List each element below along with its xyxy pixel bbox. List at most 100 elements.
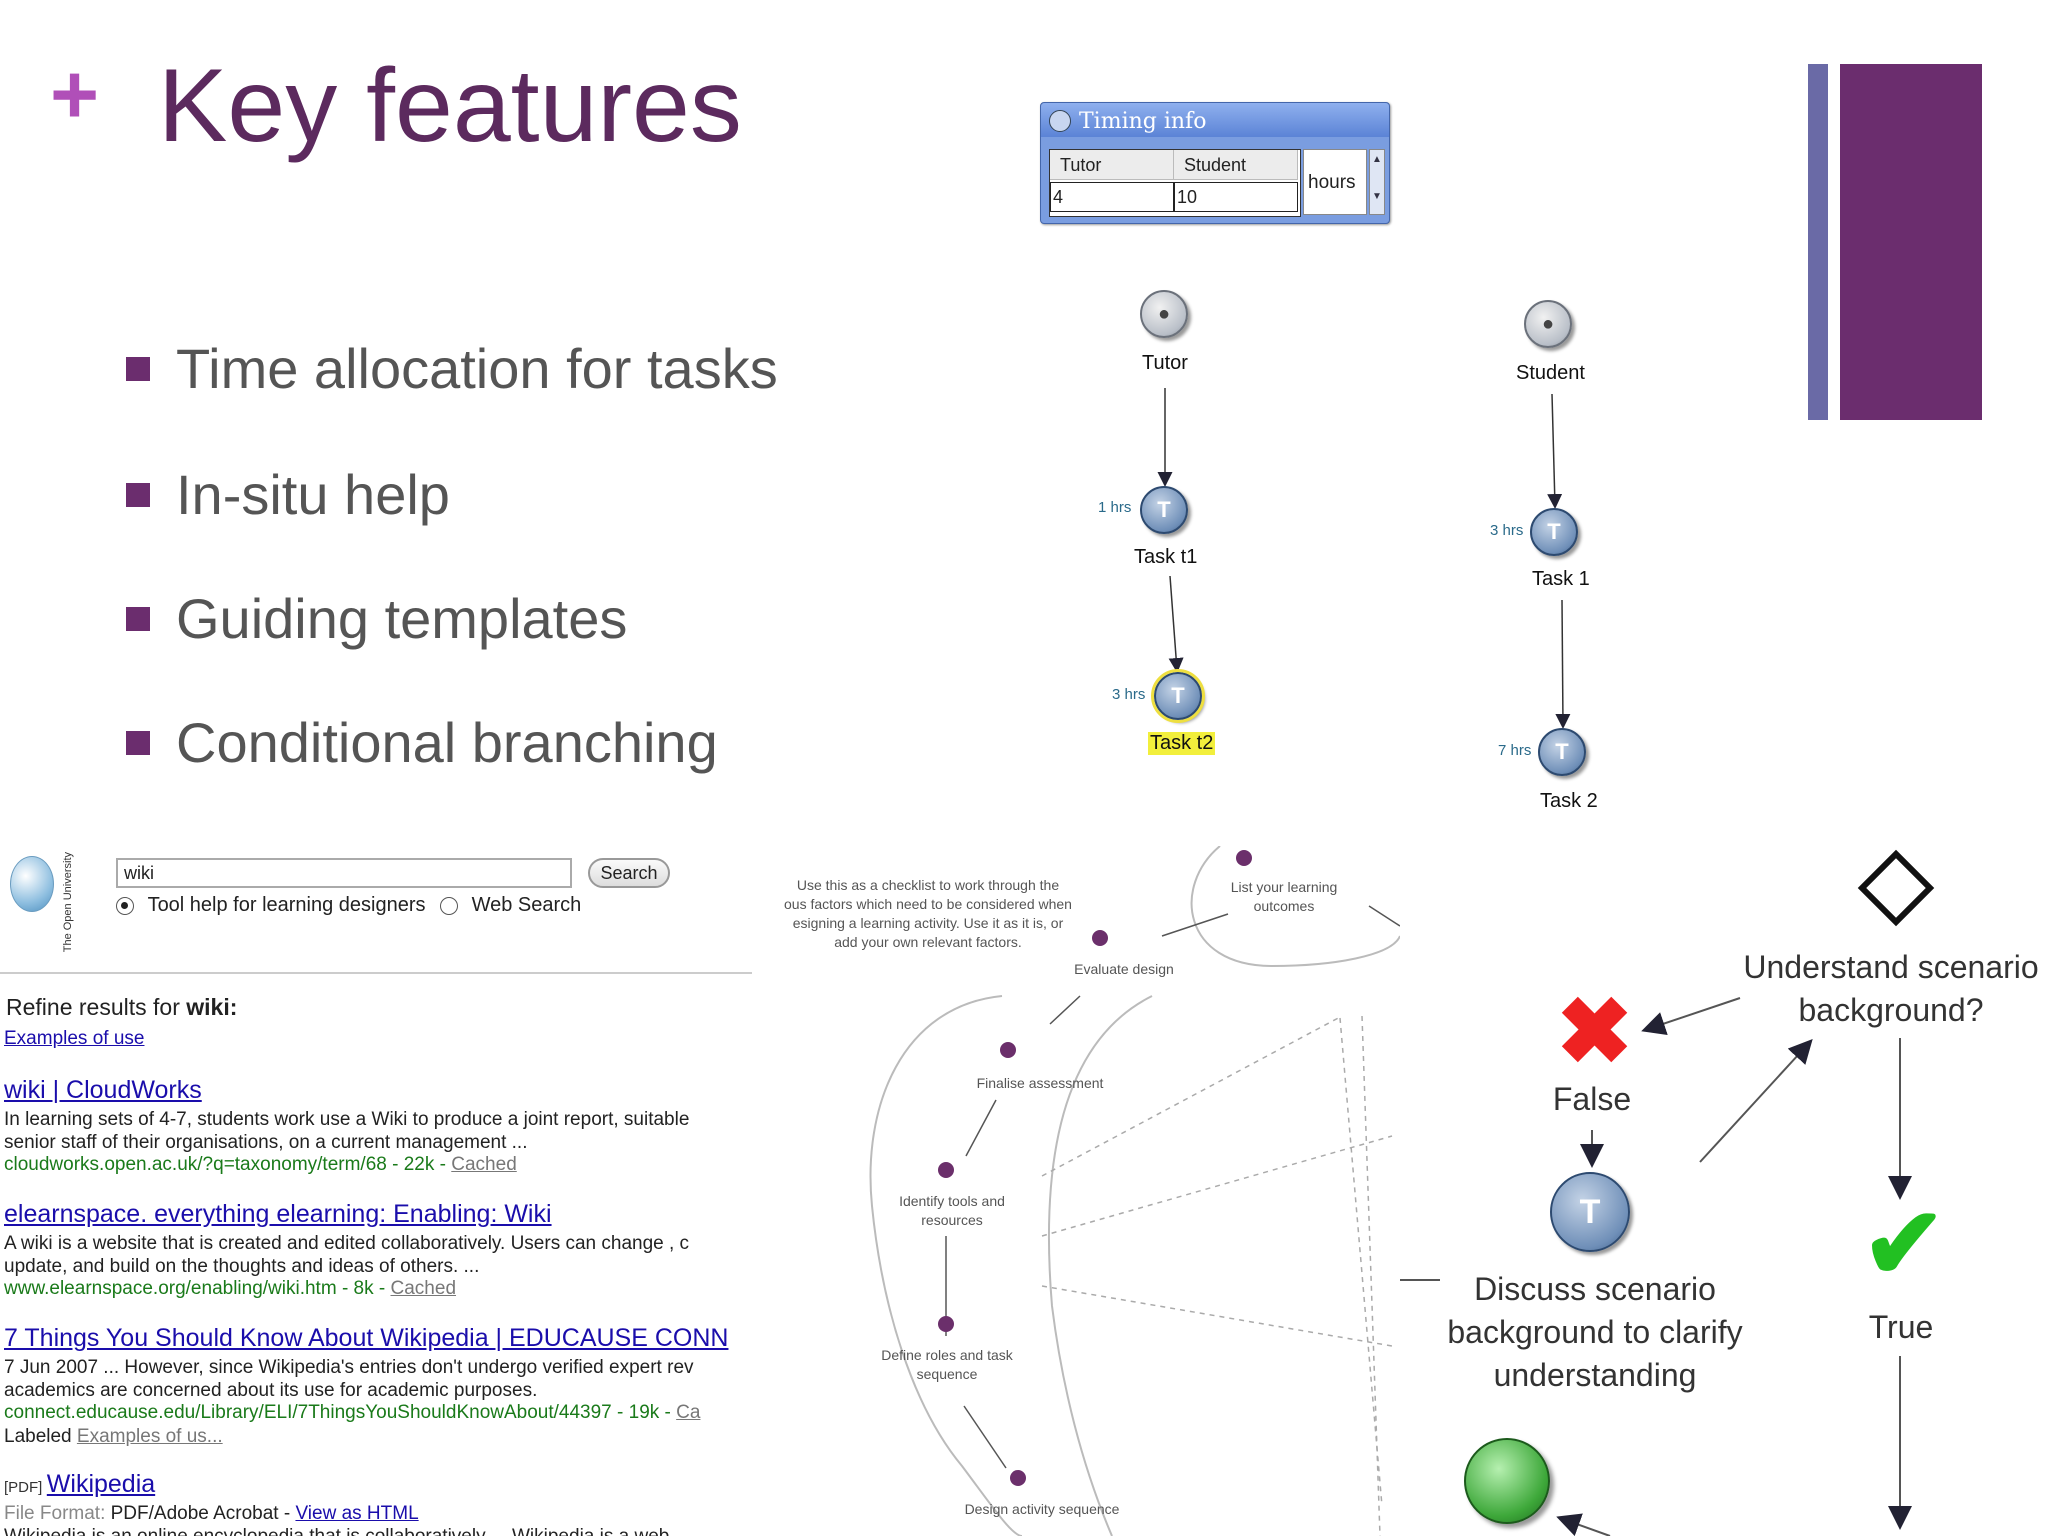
result-snippet: academics are concerned about its use fo…	[4, 1380, 538, 1401]
file-format-line: File Format: PDF/Adobe Acrobat - View as…	[4, 1502, 419, 1525]
task-flow-connectors	[1157, 388, 1571, 729]
bullet-square-icon	[126, 606, 150, 631]
branch-lines	[1400, 849, 1935, 1536]
result-url-text: www.elearnspace.org/enabling/wiki.htm - …	[4, 1278, 391, 1299]
task-t2-hours: 3 hrs	[1112, 686, 1146, 703]
bullet-item: Guiding templates	[126, 586, 627, 651]
timing-grid: Tutor Student 4 10	[1049, 149, 1301, 217]
unit-select[interactable]: hours	[1303, 149, 1367, 215]
checklist-item: Identify tools and resources	[899, 1193, 1005, 1228]
bullet-text: In-situ help	[176, 463, 450, 526]
false-label: False	[1552, 1081, 1632, 1117]
result-title-link[interactable]: wiki | CloudWorks	[4, 1076, 202, 1104]
window-icon	[1049, 110, 1071, 132]
search-input[interactable]: wiki	[116, 858, 572, 888]
result-title-link[interactable]: 7 Things You Should Know About Wikipedia…	[4, 1324, 729, 1352]
spin-down-icon[interactable]: ▼	[1372, 191, 1382, 202]
search-results-panel: The Open University wiki Search Tool hel…	[0, 846, 752, 1536]
spin-up-icon[interactable]: ▲	[1372, 154, 1382, 165]
bullet-item: In-situ help	[126, 462, 450, 527]
checklist-item: Define roles and task sequence	[881, 1347, 1013, 1382]
accent-bar-wide	[1840, 64, 1982, 420]
radio-web-search[interactable]: Web Search	[440, 894, 581, 917]
radio-web-search-label: Web Search	[471, 894, 582, 916]
timing-header-student: Student	[1174, 150, 1298, 180]
refine-heading: Refine results for wiki:	[6, 994, 237, 1021]
task-t1-label: Task t1	[1134, 546, 1198, 568]
checklist-dot-icon	[938, 1162, 954, 1178]
radio-unselected-icon[interactable]	[440, 896, 458, 915]
design-checklist-sketch: Use this as a checklist to work through …	[752, 846, 1400, 1536]
checklist-item: Evaluate design	[1074, 961, 1174, 977]
pdf-tag: [PDF]	[4, 1479, 43, 1496]
search-button[interactable]: Search	[588, 858, 670, 888]
result-title-link[interactable]: elearnspace. everything elearning: Enabl…	[4, 1200, 552, 1228]
result-snippet: In learning sets of 4-7, students work u…	[4, 1109, 690, 1130]
tutor-label: Tutor	[1142, 352, 1188, 374]
timing-title-bar[interactable]: Timing info	[1041, 103, 1389, 137]
conditional-branch-diagram: Understand scenario background? ✖ False …	[1400, 846, 2048, 1536]
task-t2-icon[interactable]: T	[1151, 669, 1205, 723]
task-t1-icon[interactable]: T	[1140, 486, 1188, 534]
true-label: True	[1868, 1309, 1934, 1345]
result-url: connect.educause.edu/Library/ELI/7Things…	[4, 1402, 700, 1424]
help-node-icon[interactable]	[1464, 1438, 1550, 1524]
result-url: www.elearnspace.org/enabling/wiki.htm - …	[4, 1278, 456, 1300]
open-university-logo	[10, 856, 54, 912]
cached-link[interactable]: Cached	[451, 1154, 517, 1175]
task-1-icon[interactable]: T	[1530, 508, 1578, 556]
tutor-role-icon[interactable]: ●	[1140, 290, 1188, 338]
student-role-icon[interactable]: ●	[1524, 300, 1572, 348]
cached-link[interactable]: Cached	[390, 1278, 457, 1299]
true-check-icon: ✔	[1862, 1188, 1946, 1300]
radio-selected-icon[interactable]	[116, 896, 134, 915]
examples-of-use-link[interactable]: Examples of use	[4, 1028, 145, 1049]
checklist-dot-icon	[1236, 850, 1252, 866]
slide-title: Key features	[158, 48, 742, 164]
student-hours-field[interactable]: 10	[1174, 182, 1298, 212]
result-title-link[interactable]: Wikipedia	[46, 1470, 156, 1498]
result-pdf: [PDF] Wikipedia	[4, 1470, 155, 1499]
bullet-text: Conditional branching	[176, 711, 718, 774]
view-as-html-link[interactable]: View as HTML	[295, 1503, 419, 1524]
result-snippet: 7 Jun 2007 ... However, since Wikipedia'…	[4, 1357, 694, 1378]
result-url-text: connect.educause.edu/Library/ELI/7Things…	[4, 1402, 677, 1423]
timing-info-panel: Timing info Tutor Student 4 10 hours ▲ ▼	[1040, 102, 1390, 224]
student-label: Student	[1516, 362, 1585, 384]
bullet-item: Conditional branching	[126, 710, 718, 775]
tutor-hours-field[interactable]: 4	[1050, 182, 1174, 212]
false-cross-icon: ✖	[1556, 981, 1634, 1083]
file-format-value: PDF/Adobe Acrobat -	[110, 1503, 296, 1524]
bullet-item: Time allocation for tasks	[126, 336, 778, 401]
radio-tool-help-label: Tool help for learning designers	[147, 894, 426, 916]
result-url-text: cloudworks.open.ac.uk/?q=taxonomy/term/6…	[4, 1154, 452, 1175]
refine-prefix: Refine results for	[6, 994, 187, 1020]
file-format-label: File Format:	[4, 1503, 111, 1524]
checklist-dot-icon	[1010, 1470, 1026, 1486]
checklist-dot-icon	[1000, 1042, 1016, 1058]
unit-spinner[interactable]: ▲ ▼	[1369, 149, 1385, 215]
task-description: Discuss scenario background to clarify u…	[1447, 1271, 1743, 1394]
result-snippet: A wiki is a website that is created and …	[4, 1233, 690, 1254]
task-2-icon[interactable]: T	[1538, 728, 1586, 776]
bullet-square-icon	[126, 482, 150, 507]
accent-bar-thin	[1808, 64, 1828, 420]
timing-title: Timing info	[1079, 109, 1207, 134]
task-1-label: Task 1	[1532, 568, 1590, 590]
radio-tool-help[interactable]: Tool help for learning designers	[116, 894, 426, 917]
edge-student-1	[1547, 393, 1563, 509]
task-t2-label: Task t2	[1148, 732, 1216, 755]
task-icon[interactable]: T	[1550, 1172, 1630, 1252]
task-2-hours: 7 hrs	[1498, 742, 1532, 759]
task-1-hours: 3 hrs	[1490, 522, 1524, 539]
open-university-text: The Open University	[62, 852, 74, 953]
checklist-item: Design activity sequence	[964, 1501, 1120, 1517]
cached-link[interactable]: Ca	[676, 1402, 701, 1423]
task-2-label: Task 2	[1540, 790, 1598, 812]
result-snippet: Wikipedia is an online encyclopedia that…	[4, 1525, 669, 1536]
plus-icon: +	[50, 47, 100, 141]
labeled-text: Labeled	[4, 1426, 77, 1447]
sketch-lines	[869, 846, 1400, 1536]
checklist-item: List your learning outcomes	[1230, 879, 1338, 914]
labeled-link[interactable]: Examples of us...	[76, 1426, 223, 1447]
